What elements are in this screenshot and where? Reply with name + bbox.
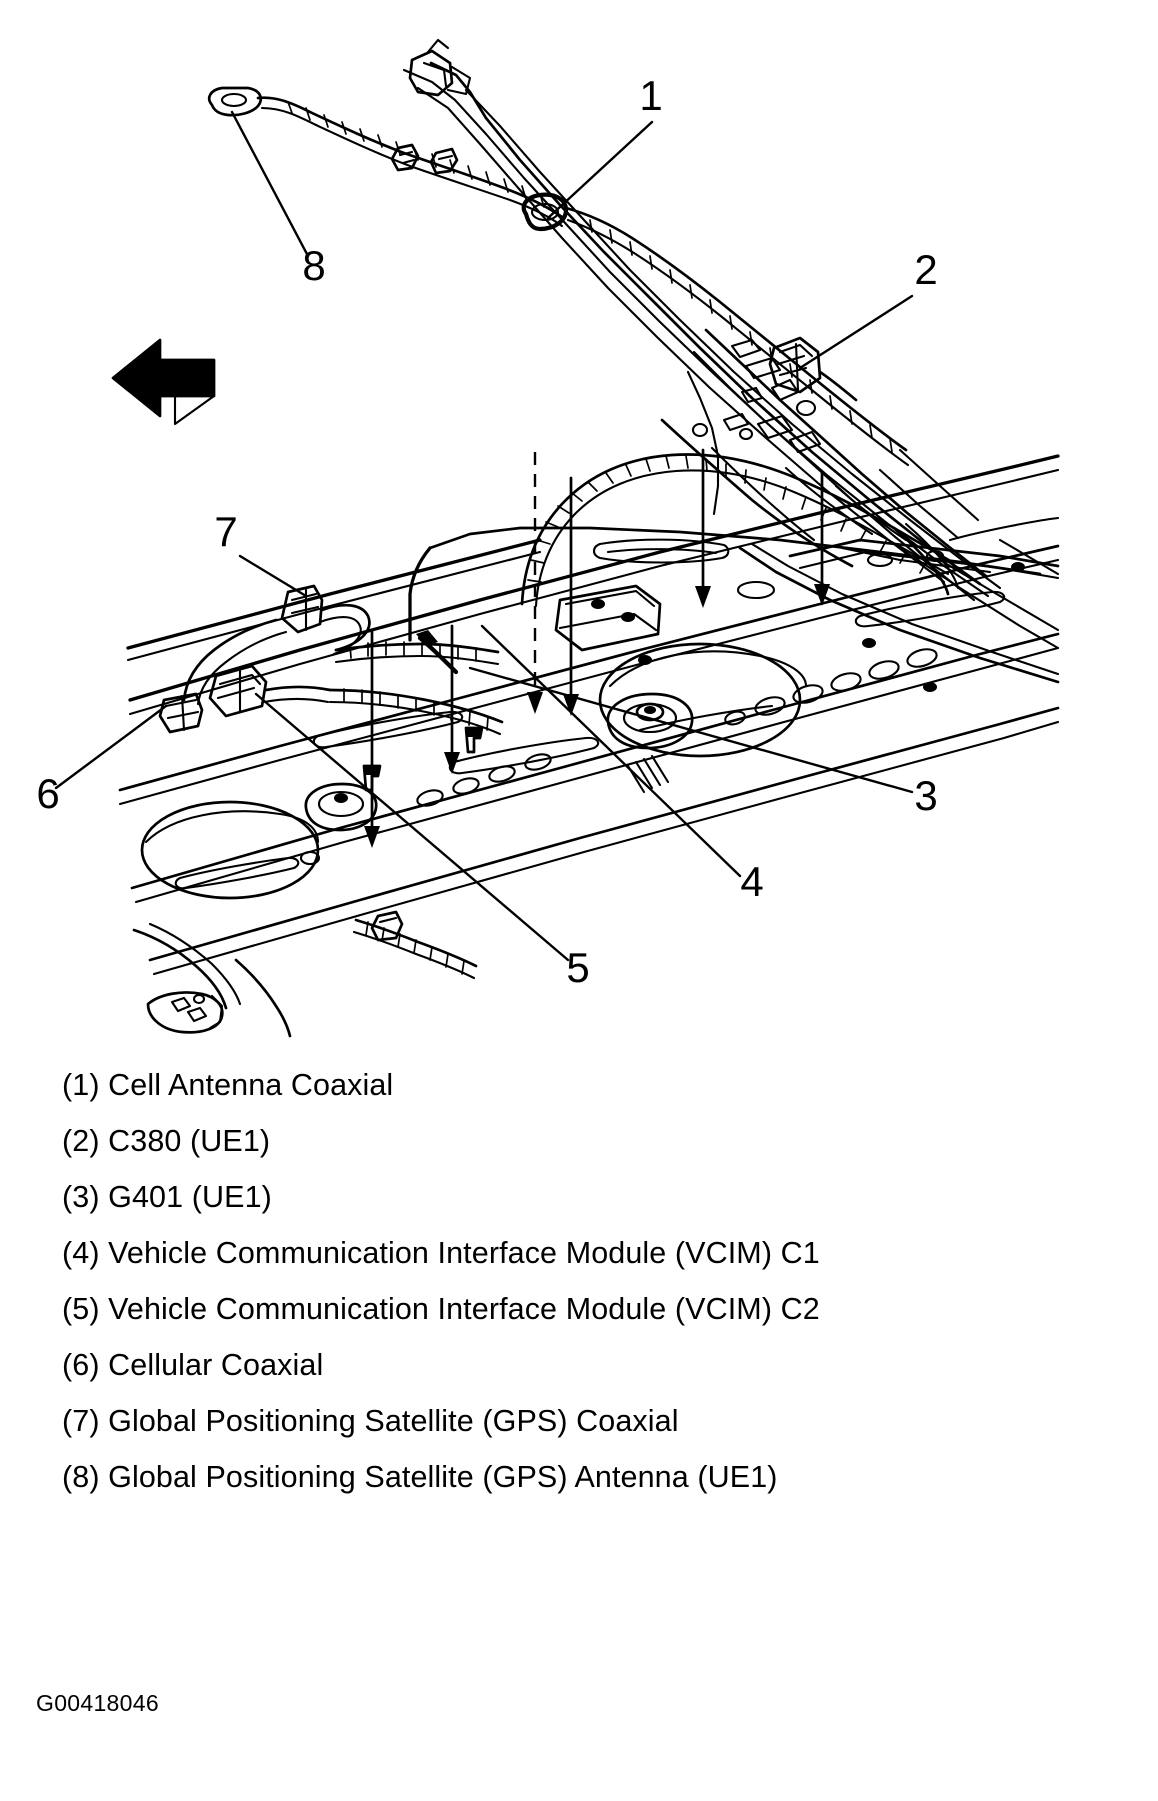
legend-item-index: (5): [62, 1292, 100, 1326]
diagram-canvas: 1 2 3 4 5 6 7 8: [36, 38, 1060, 1038]
callout-number-7: 7: [214, 508, 237, 555]
legend-item-label: G401 (UE1): [108, 1180, 272, 1214]
callout-number-4: 4: [740, 858, 763, 905]
callout-number-labels: 1 2 3 4 5 6 7 8: [36, 72, 937, 991]
assembly-direction-arrows: [364, 448, 830, 848]
front-of-vehicle-arrow-icon: [111, 338, 216, 426]
legend-item-label: Vehicle Communication Interface Module (…: [108, 1292, 820, 1326]
floor-pan-embossments: [140, 516, 1060, 900]
legend-item-label: Cell Antenna Coaxial: [108, 1068, 394, 1102]
legend-item-index: (6): [62, 1348, 100, 1382]
legend-item-label: Global Positioning Satellite (GPS) Coaxi…: [108, 1404, 679, 1438]
legend-item: (2) C380 (UE1): [62, 1113, 1122, 1169]
gps-coax-and-vcim-connectors: [158, 584, 504, 736]
legend-item: (5) Vehicle Communication Interface Modu…: [62, 1281, 1122, 1337]
gps-antenna-coax-harness: [207, 86, 569, 232]
legend-item-index: (7): [62, 1404, 100, 1438]
legend-item-label: C380 (UE1): [108, 1124, 271, 1158]
callout-number-1: 1: [639, 72, 662, 119]
legend-item-label: Global Positioning Satellite (GPS) Anten…: [108, 1460, 778, 1494]
legend-item: (3) G401 (UE1): [62, 1169, 1122, 1225]
legend-item-index: (1): [62, 1068, 100, 1102]
legend-item-index: (3): [62, 1180, 100, 1214]
figure-legend: (1) Cell Antenna Coaxial (2) C380 (UE1) …: [0, 1045, 1158, 1745]
callout-number-8: 8: [302, 242, 325, 289]
roof-rail-structure: [402, 38, 1002, 598]
legend-item: (1) Cell Antenna Coaxial: [62, 1057, 1122, 1113]
cell-antenna-coax: [564, 206, 910, 467]
c380-connector: [768, 336, 858, 402]
legend-item-label: Cellular Coaxial: [108, 1348, 324, 1382]
ground-stud-fasteners: [362, 726, 484, 792]
legend-item-index: (8): [62, 1460, 100, 1494]
legend-item: (7) Global Positioning Satellite (GPS) C…: [62, 1393, 1122, 1449]
legend-item-label: Vehicle Communication Interface Module (…: [108, 1236, 820, 1270]
callout-number-2: 2: [914, 246, 937, 293]
legend-item-index: (4): [62, 1236, 100, 1270]
legend-item: (4) Vehicle Communication Interface Modu…: [62, 1225, 1122, 1281]
wiring-routing-diagram: 1 2 3 4 5 6 7 8: [36, 38, 1060, 1038]
callout-number-3: 3: [914, 772, 937, 819]
legend-item: (8) Global Positioning Satellite (GPS) A…: [62, 1449, 1122, 1505]
figure-id-code: G00418046: [36, 1690, 159, 1716]
callout-number-5: 5: [566, 944, 589, 991]
legend-item-index: (2): [62, 1124, 100, 1158]
callout-number-6: 6: [36, 770, 59, 817]
callout-leaders: [54, 110, 914, 962]
lower-sill-detail: [132, 754, 670, 1038]
legend-item: (6) Cellular Coaxial: [62, 1337, 1122, 1393]
legend-item-list: (1) Cell Antenna Coaxial (2) C380 (UE1) …: [62, 1057, 1122, 1505]
